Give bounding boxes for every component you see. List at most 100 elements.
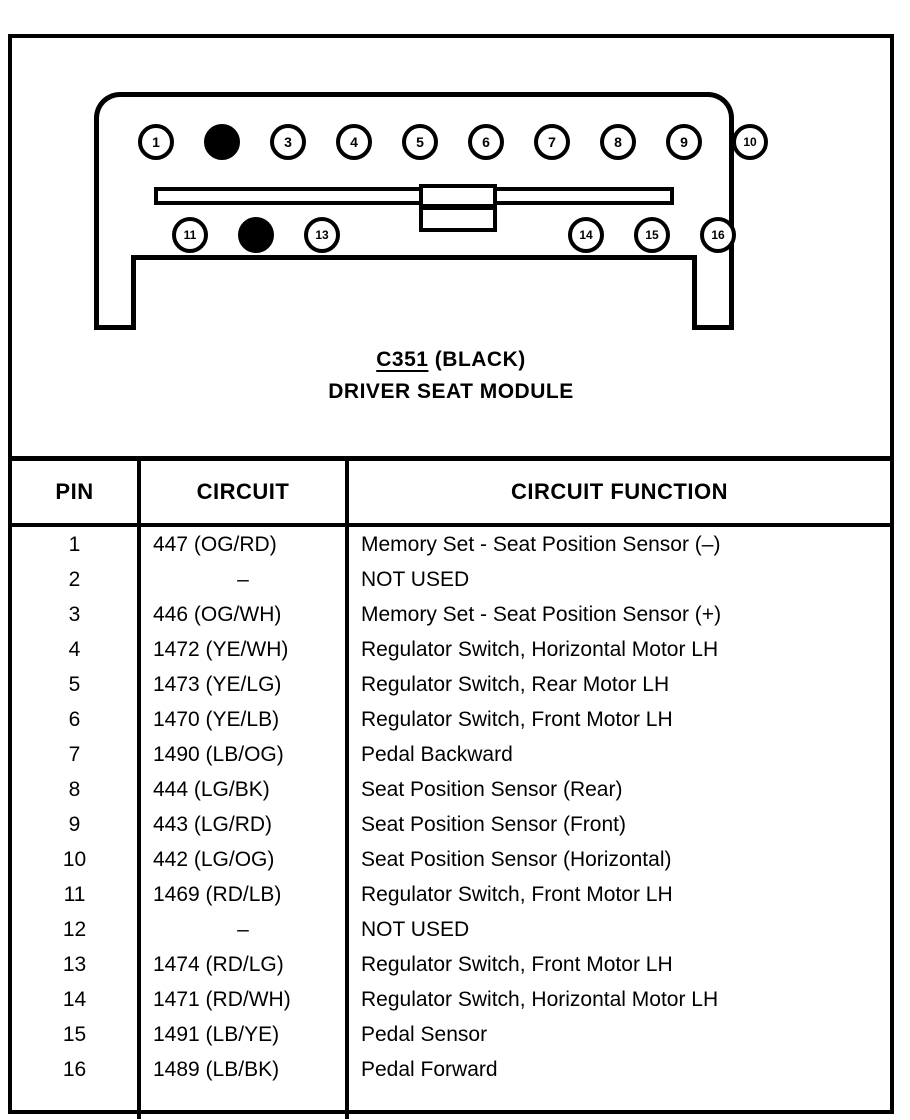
- cell-circuit-function: Seat Position Sensor (Horizontal): [361, 848, 672, 871]
- cell-circuit: 1470 (YE/LB): [153, 708, 280, 731]
- cell-pin: 6: [68, 708, 81, 731]
- connector-pin-10[interactable]: 10: [732, 124, 768, 160]
- connector-shell-outline: [94, 92, 734, 260]
- table-header-circuit: CIRCUIT: [196, 479, 290, 504]
- cell-pin: 4: [68, 638, 81, 661]
- connector-pin-2[interactable]: 2: [204, 124, 240, 160]
- cell-circuit: 442 (LG/OG): [153, 848, 275, 871]
- table-row: 10 442 (LG/OG) Seat Position Sensor (Horiz…: [12, 842, 890, 877]
- cell-circuit-function: Pedal Forward: [361, 1058, 498, 1081]
- cell-circuit-function: Pedal Backward: [361, 743, 513, 766]
- connector-pin-4[interactable]: 4: [336, 124, 372, 160]
- connector-pin-8[interactable]: 8: [600, 124, 636, 160]
- cell-circuit: 1474 (RD/LG): [153, 953, 284, 976]
- table-header-pin: PIN: [55, 479, 94, 504]
- connector-latch-upper: [419, 184, 497, 208]
- cell-pin: 14: [62, 988, 87, 1011]
- connector-pin-7[interactable]: 7: [534, 124, 570, 160]
- cell-circuit: 443 (LG/RD): [153, 813, 273, 836]
- connector-pin-13[interactable]: 13: [304, 217, 340, 253]
- connector-housing: 1 2 3 4 5 6 7 8 9 10 11 12 13 14 15: [94, 92, 768, 330]
- cell-circuit: 447 (OG/RD): [153, 533, 277, 556]
- cell-circuit: 446 (OG/WH): [153, 603, 282, 626]
- cell-pin: 1: [68, 533, 81, 556]
- connector-skirt-left: [94, 255, 99, 330]
- connector-pin-9[interactable]: 9: [666, 124, 702, 160]
- cell-circuit-function: Pedal Sensor: [361, 1023, 488, 1046]
- connector-pin-16[interactable]: 16: [700, 217, 736, 253]
- cell-pin: 9: [68, 813, 81, 836]
- cell-pin: 11: [63, 883, 86, 906]
- cell-pin: 16: [62, 1058, 87, 1081]
- table-row: 15 1491 (LB/YE) Pedal Sensor: [12, 1017, 890, 1052]
- table-header-row: PIN CIRCUIT CIRCUIT FUNCTION: [12, 461, 890, 523]
- cell-circuit-function: Regulator Switch, Horizontal Motor LH: [361, 988, 719, 1011]
- connector-name: DRIVER SEAT MODULE: [328, 380, 574, 403]
- connector-pin-1[interactable]: 1: [138, 124, 174, 160]
- connector-id-line: C351 (BLACK): [12, 348, 890, 372]
- connector-tab-right-edge: [692, 255, 697, 330]
- table-row: 14 1471 (RD/WH) Regulator Switch, Horizont…: [12, 982, 890, 1017]
- cell-circuit-function: Regulator Switch, Rear Motor LH: [361, 673, 670, 696]
- cell-circuit: 1491 (LB/YE): [153, 1023, 280, 1046]
- table-body: 1 447 (OG/RD) Memory Set - Seat Position S…: [12, 527, 890, 1087]
- connector-pin-6[interactable]: 6: [468, 124, 504, 160]
- table-header-rule: [12, 523, 890, 527]
- table-row: 11 1469 (RD/LB) Regulator Switch, Front Mo…: [12, 877, 890, 912]
- connector-pin-14[interactable]: 14: [568, 217, 604, 253]
- connector-pin-12[interactable]: 12: [238, 217, 274, 253]
- cell-pin: 12: [62, 918, 87, 941]
- diagram-frame: 1 2 3 4 5 6 7 8 9 10 11 12 13 14 15: [8, 34, 894, 1119]
- connector-caption: C351 (BLACK) DRIVER SEAT MODULE: [12, 348, 890, 404]
- cell-circuit-function: Memory Set - Seat Position Sensor (+): [361, 603, 722, 626]
- cell-circuit: 1472 (YE/WH): [153, 638, 289, 661]
- cell-circuit: 1490 (LB/OG): [153, 743, 284, 766]
- connector-latch-lower: [419, 206, 497, 232]
- cell-circuit: 1469 (RD/LB): [153, 883, 282, 906]
- cell-pin: 10: [62, 848, 87, 871]
- cell-circuit-function: Regulator Switch, Horizontal Motor LH: [361, 638, 719, 661]
- cell-pin: 5: [68, 673, 81, 696]
- pin-assignment-table: PIN CIRCUIT CIRCUIT FUNCTION 1 447 (OG/RD…: [12, 456, 890, 1119]
- cell-circuit: 444 (LG/BK): [153, 778, 270, 801]
- table-column-divider-2: [345, 461, 349, 1119]
- table-row: 3 446 (OG/WH) Memory Set - Seat Position S…: [12, 597, 890, 632]
- table-row: 1 447 (OG/RD) Memory Set - Seat Position S…: [12, 527, 890, 562]
- table-row: 5 1473 (YE/LG) Regulator Switch, Rear Moto…: [12, 667, 890, 702]
- table-row: 6 1470 (YE/LB) Regulator Switch, Front Mot…: [12, 702, 890, 737]
- cell-circuit-function: Seat Position Sensor (Rear): [361, 778, 623, 801]
- cell-circuit: 1473 (YE/LG): [153, 673, 282, 696]
- connector-diagram: 1 2 3 4 5 6 7 8 9 10 11 12 13 14 15: [12, 38, 890, 456]
- connector-pin-5[interactable]: 5: [402, 124, 438, 160]
- cell-circuit-function: Memory Set - Seat Position Sensor (–): [361, 533, 721, 556]
- connector-id: C351: [376, 348, 429, 371]
- cell-circuit-function: Regulator Switch, Front Motor LH: [361, 953, 673, 976]
- table-column-divider-1: [137, 461, 141, 1119]
- cell-circuit-function: Regulator Switch, Front Motor LH: [361, 708, 673, 731]
- cell-circuit-function: NOT USED: [361, 568, 470, 591]
- cell-circuit-function: NOT USED: [361, 918, 470, 941]
- table-header-function: CIRCUIT FUNCTION: [511, 479, 728, 504]
- cell-circuit: 1471 (RD/WH): [153, 988, 291, 1011]
- connector-pin-3[interactable]: 3: [270, 124, 306, 160]
- cell-circuit: –: [237, 918, 249, 941]
- connector-pin-11[interactable]: 11: [172, 217, 208, 253]
- table-row: 12 – NOT USED: [12, 912, 890, 947]
- cell-circuit-function: Regulator Switch, Front Motor LH: [361, 883, 673, 906]
- connector-tab-top: [131, 255, 697, 260]
- connector-tab-left-edge: [131, 255, 136, 330]
- table-row: 2 – NOT USED: [12, 562, 890, 597]
- cell-pin: 15: [62, 1023, 87, 1046]
- cell-pin: 2: [68, 568, 81, 591]
- cell-pin: 3: [68, 603, 81, 626]
- cell-circuit: –: [237, 568, 249, 591]
- connector-skirt-bottom-right: [692, 325, 734, 330]
- cell-pin: 7: [68, 743, 81, 766]
- connector-pin-15[interactable]: 15: [634, 217, 670, 253]
- table-row: 4 1472 (YE/WH) Regulator Switch, Horizonta…: [12, 632, 890, 667]
